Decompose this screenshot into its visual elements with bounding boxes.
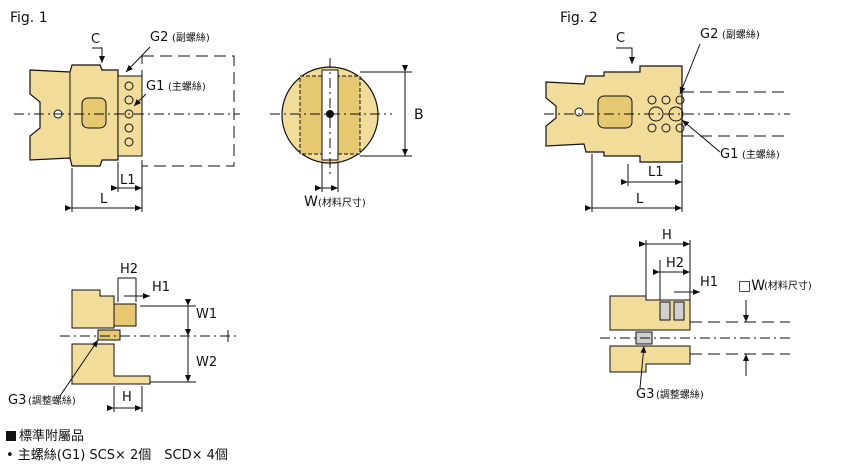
fig2-G1-note: (主螺絲) (742, 148, 780, 161)
fig1-C-label: C (91, 32, 100, 47)
fig2-W-label: □W (738, 278, 765, 294)
fig2-L-label: L (636, 192, 644, 207)
fig2-H1-label: H1 (700, 275, 718, 290)
fig1-G3-label: G3 (8, 393, 26, 408)
fig1-W-note: (材料尺寸) (318, 196, 366, 209)
fig2-H2-label: H2 (666, 256, 684, 271)
fig2-jaw-detail (600, 295, 790, 373)
fig2-G2-note: (副螺絲) (722, 28, 760, 41)
fig2-C-label: C (616, 31, 625, 46)
fig2-G3-label: G3 (636, 387, 654, 402)
fig2-side-view (544, 65, 790, 163)
fig2-G3-note: (調整螺絲) (656, 388, 704, 401)
fig1-B-label: B (414, 107, 424, 123)
fig2-L1-label: L1 (648, 165, 664, 180)
fig1-L1-label: L1 (120, 173, 136, 188)
fig1-G3-note: (調整螺絲) (28, 394, 76, 407)
accessories-line: • 主螺絲(G1) SCS× 2個 SCD× 4個 (6, 448, 228, 463)
fig1-H2-label: H2 (120, 262, 138, 277)
square-bullet-icon (6, 431, 16, 441)
fig2-W-note: (材料尺寸) (764, 279, 812, 292)
fig1-G2-note: (副螺絲) (172, 31, 210, 44)
fig1-H1-label: H1 (152, 280, 170, 295)
fig1-G1-label: G1 (146, 79, 164, 94)
fig2-G2-label: G2 (700, 27, 718, 42)
fig1-G1-note: (主螺絲) (168, 80, 206, 93)
fig1-L-label: L (100, 192, 108, 207)
fig2-title: Fig. 2 (560, 10, 598, 26)
fig2-H-label: H (662, 228, 672, 243)
fig1-jaw-detail (60, 289, 236, 385)
fig1-side-view (14, 55, 240, 167)
fig2-G1-label: G1 (720, 147, 738, 162)
fig1-front-view (270, 58, 392, 178)
accessories-heading: 標準附屬品 (6, 427, 228, 446)
fig1-W-label: W (304, 194, 318, 210)
fig1-W2-label: W2 (196, 355, 217, 370)
fig1-title: Fig. 1 (10, 10, 48, 26)
fig1-H-label: H (122, 390, 132, 405)
accessories-note: 標準附屬品 • 主螺絲(G1) SCS× 2個 SCD× 4個 (6, 427, 228, 465)
fig1-G2-label: G2 (150, 30, 168, 45)
fig1-W1-label: W1 (196, 307, 217, 322)
